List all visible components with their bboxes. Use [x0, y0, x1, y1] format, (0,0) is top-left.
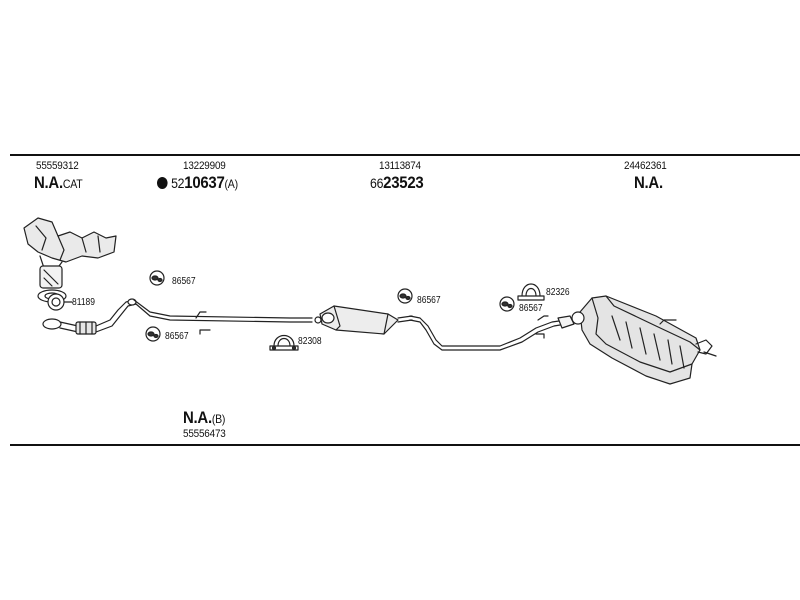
oem-number-col4: 24462361: [624, 160, 667, 172]
clamp-left-drawing: [47, 293, 73, 311]
part-number-col2-number: 10637: [184, 173, 225, 192]
footer-oem-number: 55556473: [183, 428, 226, 440]
footer-label-main: N.A.: [183, 408, 212, 427]
footer-label: N.A.(B): [183, 408, 225, 428]
oem-number-col2: 13229909: [183, 160, 226, 172]
part-number-col3-number: 23523: [383, 173, 424, 192]
rubber-mount-4-icon: [499, 296, 515, 312]
part-label-mount-1: 86567: [172, 276, 196, 287]
rear-silencer-drawing: [571, 295, 717, 385]
label-col1-suffix: CAT: [62, 177, 83, 191]
top-separator-line: [10, 154, 800, 156]
part-label-mount-2: 86567: [165, 331, 189, 342]
oem-number-col3: 13113874: [379, 160, 421, 172]
clamp-mid-icon: [269, 334, 299, 351]
front-pipe-drawing: [42, 298, 137, 335]
footer-label-suffix: (B): [211, 412, 226, 426]
part-number-col2: 5210637(A): [157, 173, 238, 193]
rubber-mount-2-icon: [145, 326, 161, 342]
oem-number-col1: 55559312: [36, 160, 79, 172]
label-col1-main: N.A.: [34, 173, 63, 192]
part-number-col2-suffix: (A): [224, 177, 239, 191]
clamp-right-icon: [517, 283, 545, 301]
part-label-mount-4: 86567: [519, 303, 543, 314]
part-label-clamp-right: 82326: [546, 287, 570, 298]
part-number-col2-prefix: 52: [171, 175, 185, 191]
middle-silencer-drawing: [319, 305, 413, 335]
label-col1: N.A.CAT: [34, 173, 83, 193]
part-number-col3: 6623523: [370, 173, 424, 193]
rubber-mount-3-icon: [397, 288, 413, 304]
part-label-mount-3: 86567: [417, 295, 441, 306]
part-number-col3-prefix: 66: [370, 175, 384, 191]
filled-circle-icon: [157, 177, 168, 189]
label-col4: N.A.: [634, 173, 663, 192]
bottom-separator-line: [10, 444, 800, 446]
rubber-mount-1-icon: [149, 270, 165, 286]
part-label-clamp-left: 81189: [72, 297, 96, 308]
part-label-clamp-mid: 82308: [298, 336, 322, 347]
intermediate-pipe-drawing: [133, 299, 322, 335]
exhaust-manifold-drawing: [23, 217, 117, 303]
rear-pipe-drawing: [409, 315, 575, 351]
